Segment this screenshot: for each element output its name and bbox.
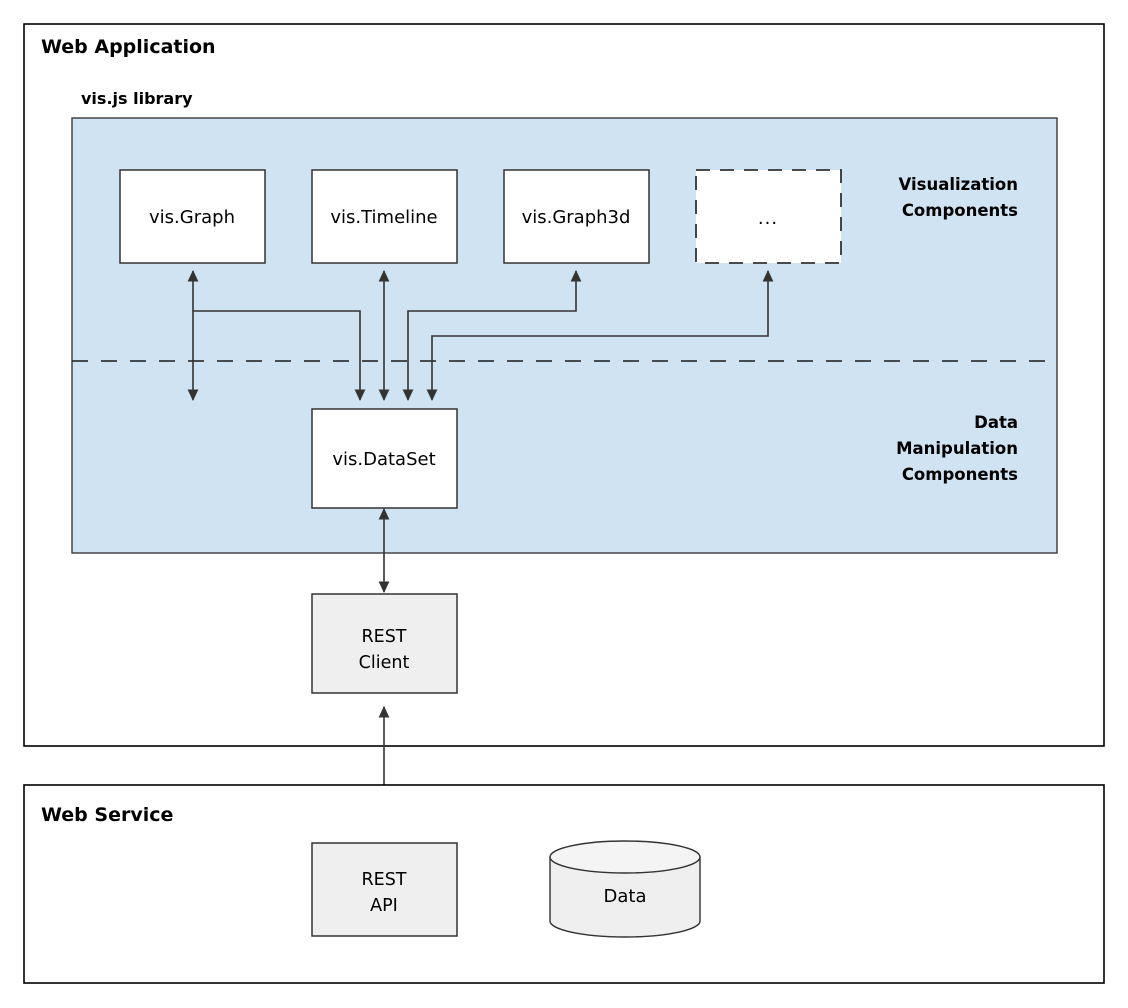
node-rest-client-label-line1: REST (361, 627, 406, 647)
node-vis-graph3d[interactable]: vis.Graph3d (503, 169, 650, 264)
node-rest-api-box[interactable] (311, 842, 458, 937)
node-vis-dataset-box[interactable] (311, 408, 458, 509)
zone-label-data-manipulation-line1: Data (974, 413, 1018, 432)
node-rest-client-label-line2: Client (359, 653, 410, 673)
connector-more-components-to-dataset (426, 270, 774, 401)
node-vis-timeline[interactable]: vis.Timeline (311, 169, 458, 264)
container-web-application-title: Web Application (41, 36, 216, 58)
node-data-store-label: Data (604, 886, 647, 907)
node-more-components-box[interactable] (695, 169, 842, 264)
zone-label-data-manipulation-line2: Manipulation (896, 439, 1018, 458)
node-vis-timeline-box[interactable] (311, 169, 458, 264)
node-data-store[interactable]: Data (549, 840, 701, 938)
node-rest-api-label-line2: API (370, 896, 398, 916)
node-vis-dataset[interactable]: vis.DataSet (311, 408, 458, 509)
zone-label-data-manipulation-line3: Components (902, 465, 1018, 484)
node-rest-api[interactable]: REST API (311, 842, 458, 937)
zone-label-visualization-line2: Components (902, 201, 1018, 220)
zone-label-visualization-line1: Visualization (898, 175, 1018, 194)
node-vis-graph3d-box[interactable] (503, 169, 650, 264)
node-vis-timeline-label: vis.Timeline (330, 207, 437, 228)
node-vis-graph3d-label: vis.Graph3d (522, 207, 631, 228)
node-vis-graph-label: vis.Graph (149, 207, 235, 228)
container-web-service-title: Web Service (41, 804, 173, 826)
node-vis-graph-box[interactable] (119, 169, 266, 264)
node-rest-api-label-line1: REST (361, 870, 406, 890)
node-more-components[interactable]: ... (695, 169, 842, 264)
node-more-components-label: ... (758, 208, 778, 229)
library-panel-title: vis.js library (81, 89, 193, 108)
node-rest-client-box[interactable] (311, 593, 458, 694)
data-cylinder-body[interactable] (549, 856, 701, 938)
node-vis-dataset-label: vis.DataSet (332, 449, 435, 470)
connector-vis-graph-to-dataset (187, 310, 366, 401)
node-rest-client[interactable]: REST Client (311, 593, 458, 694)
data-cylinder-top (549, 840, 701, 874)
node-vis-graph[interactable]: vis.Graph (119, 169, 266, 264)
